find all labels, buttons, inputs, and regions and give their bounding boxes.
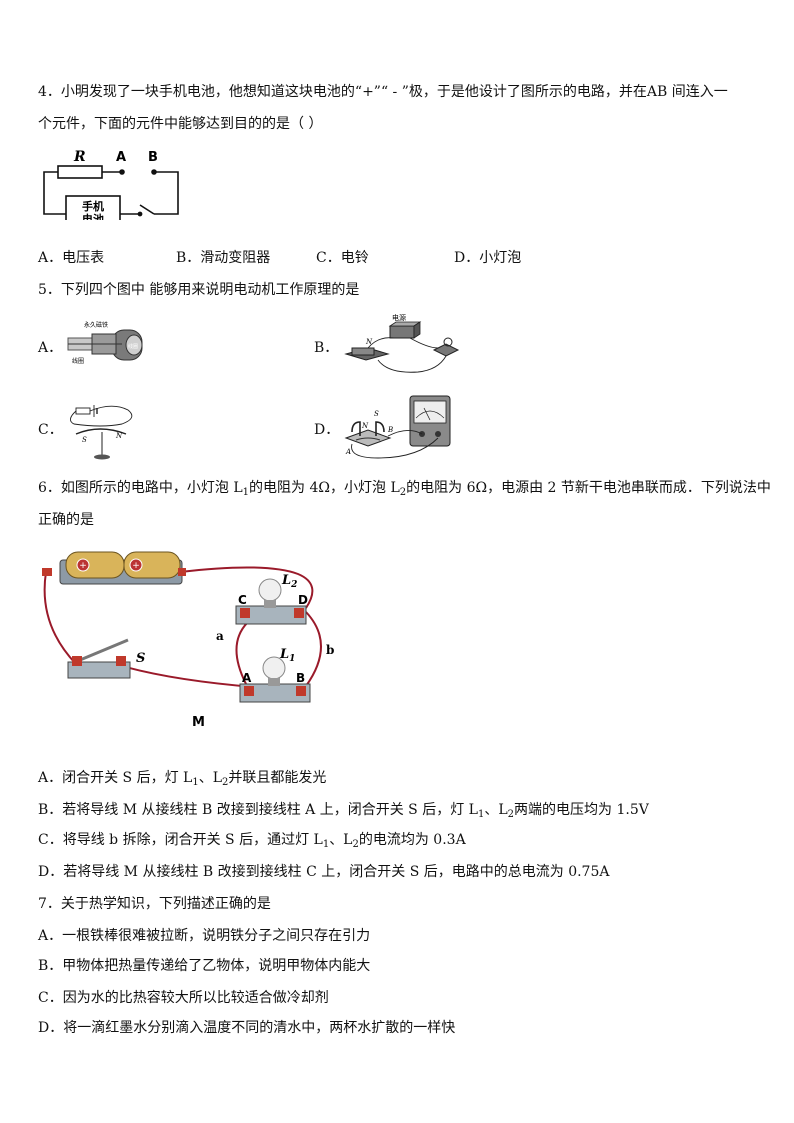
q7-option-d: D．将一滴红墨水分别滴入温度不同的清水中，两杯水扩散的一样快 [38, 1020, 456, 1036]
q4-label-A: A [116, 150, 126, 165]
q4-label-B: B [148, 150, 158, 165]
q5-option-b-letter: B． [314, 340, 339, 356]
q7-stem: 7．关于热学知识，下列描述正确的是 [38, 896, 271, 912]
q6-circuit-photo: + + L2 L1 C D A B a b S M [42, 551, 334, 730]
q5-option-c-letter: C． [38, 422, 63, 438]
q5-figb-label-n: N [365, 338, 373, 346]
q5-figd-label-a: A [345, 448, 351, 456]
q5-figa-label-right: 线圈 [128, 343, 138, 350]
q6-label-L2: L2 [281, 573, 297, 590]
q4-option-c: C．电铃 [316, 250, 369, 266]
q6-stem-line2: 正确的是 [38, 512, 94, 528]
q6-label-B: B [296, 671, 305, 685]
q7-option-c: C．因为水的比热容较大所以比较适合做冷却剂 [38, 990, 329, 1006]
q6-option-a: A．闭合开关 S 后，灯 L1、L2并联且都能发光 [38, 770, 327, 788]
svg-text:+: + [79, 561, 87, 571]
q4-option-d: D．小灯泡 [454, 250, 522, 266]
q5-figd-label-b: B [387, 426, 393, 434]
q6-option-b: B．若将导线 M 从接线柱 B 改接到接线柱 A 上，闭合开关 S 后，灯 L1… [38, 802, 649, 820]
q6-label-C: C [238, 593, 247, 607]
q5-option-d-letter: D． [314, 422, 340, 438]
q6-label-D: D [298, 593, 308, 607]
q5-figure-a: 永久磁铁 线圈 线圈 [67, 321, 143, 365]
q5-figb-label-source: 电源 [392, 314, 406, 322]
q5-figure-c: S N [70, 405, 133, 460]
q5-figd-label-s: S [374, 410, 379, 418]
q4-stem-line2: 个元件，下面的元件中能够达到目的的是（ ） [38, 116, 323, 132]
q5-figa-label-top: 永久磁铁 [84, 321, 108, 329]
q5-figd-label-n: N [361, 422, 369, 430]
q4-stem-line1: 4．小明发现了一块手机电池，他想知道这块电池的“+”“ - ”极，于是他设计了图… [38, 84, 728, 100]
q4-circuit-diagram: R A B 手机 电池 [43, 149, 179, 220]
q6-label-a: a [216, 629, 224, 643]
q5-option-a-letter: A． [38, 340, 63, 356]
q5-figc-label-n: N [115, 432, 123, 440]
q4-option-a: A．电压表 [38, 250, 105, 266]
q4-option-b: B．滑动变阻器 [176, 250, 271, 266]
q5-figure-d: N S A B [344, 395, 451, 459]
svg-text:+: + [132, 561, 140, 571]
q6-option-c: C．将导线 b 拆除，闭合开关 S 后，通过灯 L1、L2的电流均为 0.3A [38, 832, 466, 850]
q6-stem-line1: 6．如图所示的电路中，小灯泡 L1的电阻为 4Ω，小灯泡 L2的电阻为 6Ω，电… [38, 480, 771, 498]
q5-figure-b: 电源 N [344, 314, 460, 373]
q6-option-d: D．若将导线 M 从接线柱 B 改接到接线柱 C 上，闭合开关 S 后，电路中的… [38, 864, 610, 880]
q4-label-R: R [73, 149, 86, 165]
q6-label-L1: L1 [279, 647, 295, 664]
q5-stem: 5．下列四个图中 能够用来说明电动机工作原理的是 [38, 282, 360, 298]
q6-label-M: M [192, 715, 205, 730]
q7-option-b: B．甲物体把热量传递给了乙物体，说明甲物体内能大 [38, 958, 371, 974]
q6-label-S: S [136, 651, 145, 666]
q6-label-A: A [242, 671, 252, 685]
q6-label-b: b [326, 643, 334, 657]
q5-figa-label-bottom: 线圈 [72, 357, 84, 365]
q4-battery-label-2: 电池 [82, 212, 104, 220]
q5-figc-label-s: S [82, 436, 87, 444]
q4-battery-label-1: 手机 [82, 199, 104, 213]
q7-option-a: A．一根铁棒很难被拉断，说明铁分子之间只存在引力 [38, 928, 371, 944]
